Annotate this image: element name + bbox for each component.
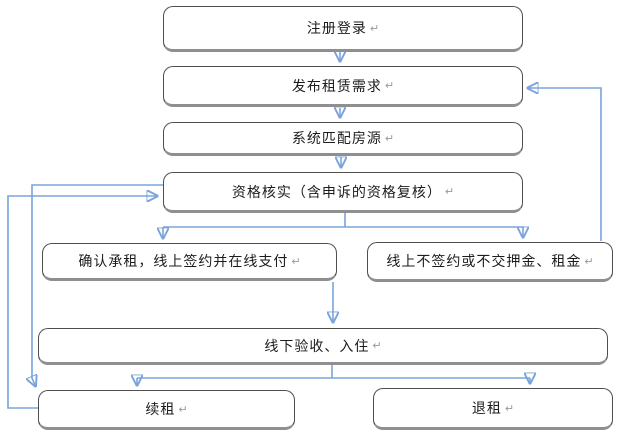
node-no-sign-no-pay-label: 线上不签约或不交押金、租金 bbox=[386, 253, 582, 269]
paragraph-return-mark: ↵ bbox=[291, 255, 301, 268]
node-qualification-check-label: 资格核实（含申诉的资格复核） bbox=[231, 183, 442, 200]
node-terminate-lease: 退租↵ bbox=[373, 388, 613, 430]
paragraph-return-mark: ↵ bbox=[444, 186, 455, 198]
node-publish-demand: 发布租赁需求↵ bbox=[163, 66, 523, 107]
node-offline-checkin: 线下验收、入住↵ bbox=[38, 328, 608, 365]
node-confirm-rent-label: 确认承租，线上签约并在线支付 bbox=[78, 253, 289, 269]
paragraph-return-mark: ↵ bbox=[504, 402, 515, 415]
edge-renew-to-qualification bbox=[7, 196, 156, 409]
node-renew-lease-label: 续租 bbox=[145, 401, 176, 417]
edge-nosign-to-publish bbox=[529, 88, 602, 241]
edge-qualification-split bbox=[163, 213, 524, 228]
node-terminate-lease-label: 退租 bbox=[471, 400, 502, 416]
paragraph-return-mark: ↵ bbox=[584, 255, 594, 268]
paragraph-return-mark: ↵ bbox=[384, 132, 395, 145]
node-no-sign-no-pay: 线上不签约或不交押金、租金↵ bbox=[367, 242, 613, 282]
node-system-match: 系统匹配房源↵ bbox=[163, 122, 523, 156]
node-offline-checkin-label: 线下验收、入住 bbox=[264, 337, 370, 354]
node-publish-demand-label: 发布租赁需求 bbox=[291, 77, 382, 94]
edge-qualification-to-renew bbox=[32, 184, 163, 385]
node-renew-lease: 续租↵ bbox=[38, 390, 295, 430]
node-system-match-label: 系统匹配房源 bbox=[291, 130, 382, 146]
node-register-login: 注册登录↵ bbox=[163, 6, 523, 52]
node-register-login-label: 注册登录 bbox=[306, 20, 367, 36]
paragraph-return-mark: ↵ bbox=[178, 403, 188, 416]
node-confirm-rent: 确认承租，线上签约并在线支付↵ bbox=[42, 243, 337, 281]
paragraph-return-mark: ↵ bbox=[369, 22, 380, 35]
edge-offline-split bbox=[137, 365, 530, 379]
node-qualification-check: 资格核实（含申诉的资格复核）↵ bbox=[163, 172, 523, 213]
paragraph-return-mark: ↵ bbox=[384, 80, 395, 92]
paragraph-return-mark: ↵ bbox=[372, 340, 382, 352]
